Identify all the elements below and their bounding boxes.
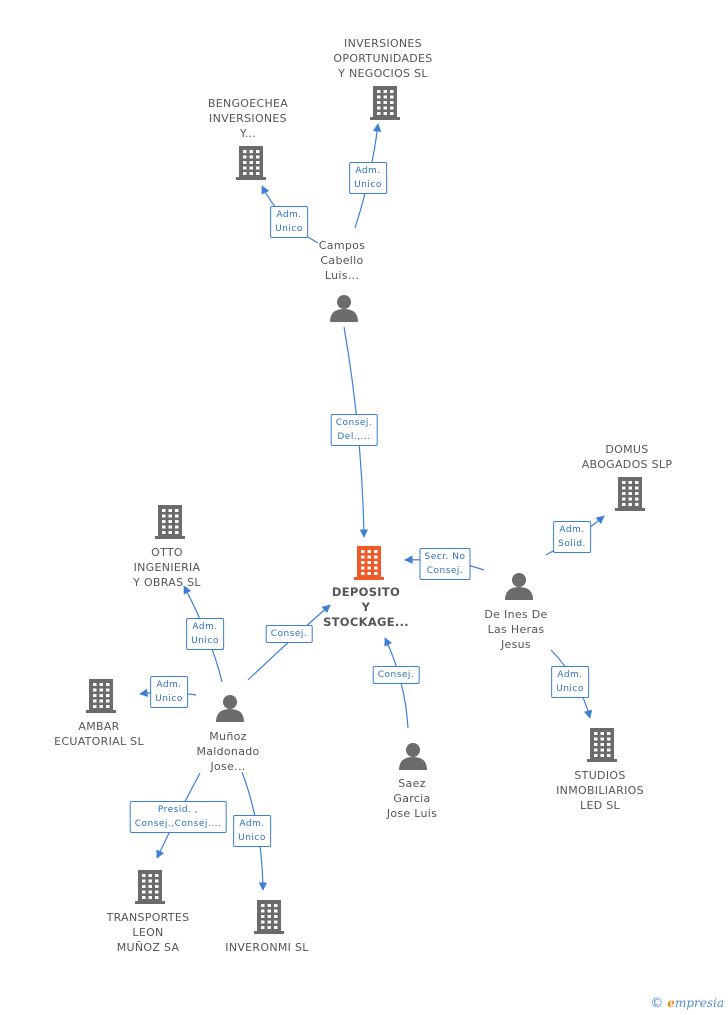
node-label-saez[interactable]: Saez Garcia Jose Luis bbox=[386, 777, 438, 820]
company-building-icon-transportes[interactable] bbox=[135, 870, 165, 904]
node-label-munoz[interactable]: Muñoz Maldonado Jose... bbox=[196, 730, 260, 773]
brand-logo-initial: e bbox=[667, 996, 675, 1010]
person-icon-saez[interactable] bbox=[399, 743, 427, 770]
person-icon-munoz[interactable] bbox=[216, 695, 244, 722]
brand-footer: ©empresia bbox=[650, 996, 724, 1011]
edge-label-munoz-to-ambar[interactable]: Adm. Unico bbox=[150, 676, 188, 708]
node-label-ambar[interactable]: AMBAR ECUATORIAL SL bbox=[54, 720, 144, 748]
company-building-icon-domus[interactable] bbox=[615, 477, 645, 511]
node-label-otto[interactable]: OTTO INGENIERIA Y OBRAS SL bbox=[133, 546, 201, 589]
node-label-campos[interactable]: Campos Cabello Luis... bbox=[318, 239, 366, 282]
edge-label-munoz-to-otto[interactable]: Adm. Unico bbox=[186, 618, 224, 650]
node-label-inveronmi[interactable]: INVERONMI SL bbox=[225, 941, 309, 954]
company-building-icon-otto[interactable] bbox=[155, 505, 185, 539]
brand-logo-text: mpresia bbox=[674, 996, 724, 1010]
edge-label-campos-to-main[interactable]: Consej. Del.,... bbox=[330, 414, 378, 446]
edge-label-deines-to-main[interactable]: Secr. No Consej. bbox=[419, 548, 471, 580]
node-label-deines[interactable]: De Ines De Las Heras Jesus bbox=[484, 608, 548, 651]
person-icon-deines[interactable] bbox=[505, 573, 533, 600]
company-building-icon-studios[interactable] bbox=[587, 728, 617, 762]
copyright-symbol: © bbox=[650, 996, 664, 1011]
edge-label-deines-to-studios[interactable]: Adm. Unico bbox=[551, 666, 589, 698]
edge-label-campos-to-inv_oport[interactable]: Adm. Unico bbox=[349, 162, 387, 194]
node-label-main[interactable]: DEPOSITO Y STOCKAGE... bbox=[323, 585, 409, 629]
node-label-domus[interactable]: DOMUS ABOGADOS SLP bbox=[581, 443, 673, 471]
company-building-icon-ambar[interactable] bbox=[86, 679, 116, 713]
edge-label-munoz-to-main[interactable]: Consej. bbox=[265, 625, 313, 643]
main-company-building-icon[interactable] bbox=[354, 546, 384, 580]
person-icon-campos[interactable] bbox=[330, 295, 358, 322]
edge-label-campos-to-bengoechea[interactable]: Adm. Unico bbox=[270, 206, 308, 238]
edge-label-deines-to-domus[interactable]: Adm. Solid. bbox=[553, 521, 591, 553]
node-label-bengoechea[interactable]: BENGOECHEA INVERSIONES Y... bbox=[207, 97, 289, 140]
company-building-icon-bengoechea[interactable] bbox=[236, 146, 266, 180]
node-label-transportes[interactable]: TRANSPORTES LEON MUÑOZ SA bbox=[106, 911, 190, 954]
edge-label-munoz-to-transportes[interactable]: Presid. , Consej.,Consej.... bbox=[129, 801, 227, 833]
edge-label-saez-to-main[interactable]: Consej. bbox=[372, 666, 420, 684]
node-label-studios[interactable]: STUDIOS INMOBILIARIOS LED SL bbox=[556, 769, 644, 812]
edge-label-munoz-to-inveronmi[interactable]: Adm. Unico bbox=[233, 815, 271, 847]
node-label-inv_oport[interactable]: INVERSIONES OPORTUNIDADES Y NEGOCIOS SL bbox=[333, 37, 433, 80]
company-building-icon-inveronmi[interactable] bbox=[254, 900, 284, 934]
company-building-icon-inv_oport[interactable] bbox=[370, 86, 400, 120]
